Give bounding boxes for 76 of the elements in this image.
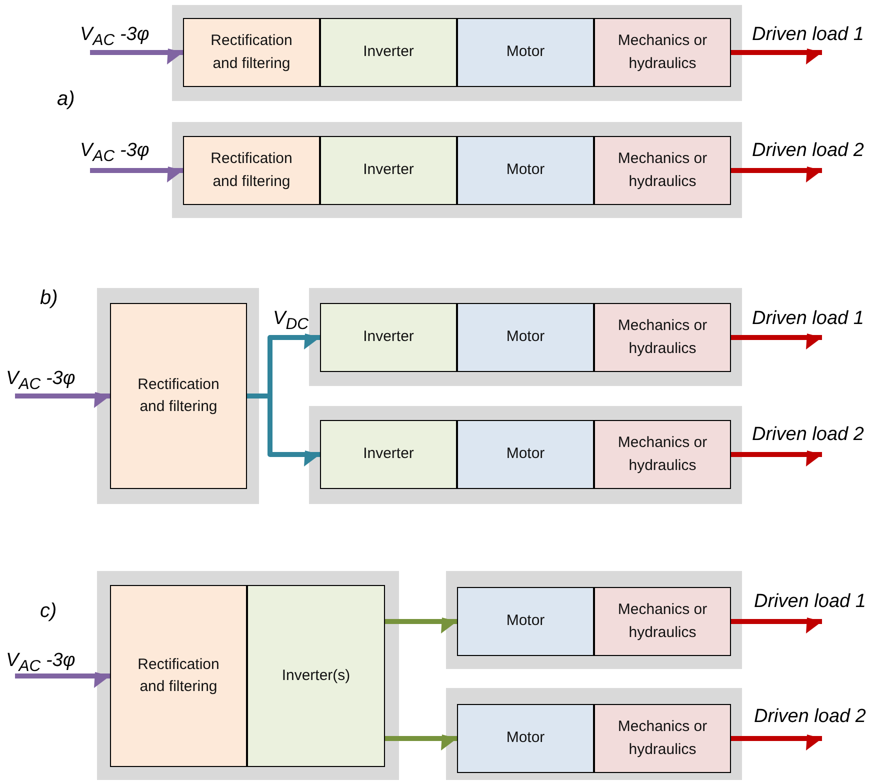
process-block	[594, 136, 731, 205]
block-label: Motor	[506, 728, 545, 748]
block-label: Mechanics or hydraulics	[616, 717, 708, 760]
process-block	[594, 420, 731, 489]
block-label: Mechanics or hydraulics	[616, 433, 708, 476]
block-label: Motor	[506, 327, 545, 348]
edge-label: V$_{AC}$ -3φ	[80, 140, 150, 166]
group-panel	[97, 571, 399, 780]
process-block	[320, 420, 457, 489]
block-label: Mechanics or hydraulics	[616, 31, 708, 74]
arrow	[90, 166, 183, 182]
process-block	[594, 704, 731, 773]
process-block	[183, 18, 320, 87]
process-block	[594, 303, 731, 372]
block-label: Motor	[506, 444, 545, 464]
block-label: Inverter	[363, 42, 414, 62]
edge-label: Driven load 1	[754, 591, 866, 613]
arrow	[731, 334, 822, 350]
process-block	[457, 136, 594, 205]
group-panel	[446, 571, 742, 669]
arrow	[731, 618, 822, 634]
group-panel	[446, 688, 742, 780]
process-block	[594, 18, 731, 87]
group-panel	[172, 122, 742, 218]
process-block	[110, 585, 247, 767]
process-block	[457, 420, 594, 489]
group-panel	[309, 288, 742, 386]
process-block	[457, 587, 594, 656]
arrow	[90, 48, 183, 64]
block-label: Motor	[506, 160, 545, 180]
process-block	[320, 136, 457, 205]
section-label: a)	[57, 88, 75, 111]
arrow	[731, 48, 822, 64]
process-block	[320, 303, 457, 372]
block-label: Rectification and filtering	[136, 374, 220, 417]
block-label: Rectification and filtering	[210, 31, 294, 74]
block-label: Rectification and filtering	[210, 149, 294, 192]
edge-label: Driven load 1	[752, 24, 864, 46]
edge-label: V$_{AC}$ -3φ	[80, 24, 150, 50]
group-panel	[172, 5, 742, 101]
section-label: c)	[40, 600, 57, 623]
process-block	[247, 585, 385, 767]
arrow	[385, 618, 457, 634]
block-label: Inverter	[363, 327, 414, 348]
edge-label: V$_{AC}$ -3φ	[6, 368, 76, 394]
process-block	[183, 136, 320, 205]
process-block	[320, 18, 457, 87]
edge-label: Driven load 2	[752, 424, 864, 446]
block-label: Mechanics or hydraulics	[616, 316, 708, 358]
group-panel	[97, 288, 259, 504]
arrow	[385, 734, 457, 750]
edge-label: Driven load 2	[754, 706, 866, 728]
group-panel	[309, 406, 742, 504]
block-label: Inverter	[363, 160, 414, 180]
process-block	[457, 18, 594, 87]
edge-label: Driven load 1	[752, 308, 864, 330]
block-label: Rectification and filtering	[136, 654, 220, 697]
process-block	[457, 704, 594, 773]
block-label: Motor	[506, 611, 545, 632]
process-block	[110, 303, 247, 489]
arrow	[15, 392, 110, 408]
edge-label: V$_{DC}$	[273, 308, 309, 334]
process-block	[594, 587, 731, 656]
edge-label: V$_{AC}$ -3φ	[6, 650, 76, 676]
section-label: b)	[40, 287, 58, 310]
block-label: Mechanics or hydraulics	[616, 600, 708, 642]
block-label: Inverter	[363, 444, 414, 464]
edge-label: Driven load 2	[752, 140, 864, 162]
block-label: Inverter(s)	[282, 666, 350, 686]
arrow	[731, 166, 822, 182]
arrow	[15, 672, 110, 688]
block-label: Mechanics or hydraulics	[616, 149, 708, 192]
arrow	[731, 734, 822, 750]
block-label: Motor	[506, 42, 545, 62]
arrow	[731, 450, 822, 466]
process-block	[457, 303, 594, 372]
